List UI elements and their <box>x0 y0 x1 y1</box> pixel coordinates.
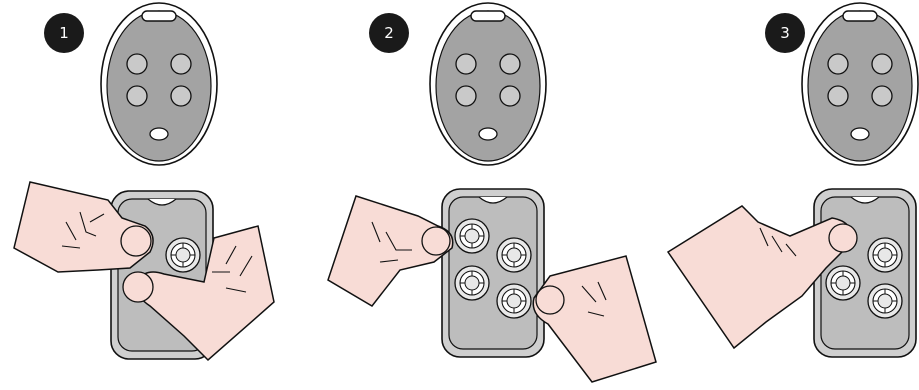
key-fob-top <box>100 2 218 166</box>
step-number: 1 <box>59 24 69 42</box>
remote-bottom <box>441 188 545 358</box>
left-hand <box>327 195 454 307</box>
step-badge: 2 <box>369 13 409 53</box>
step-3-panel: 3 <box>666 2 919 358</box>
right-hand <box>532 255 657 383</box>
key-fob-top <box>429 2 547 166</box>
step-badge: 1 <box>44 13 84 53</box>
left-hand <box>13 181 154 273</box>
step-2-panel: 2 <box>327 2 657 383</box>
step-1-panel: 1 <box>13 2 275 362</box>
step-badge: 3 <box>765 13 805 53</box>
remote-bottom <box>813 188 917 358</box>
step-number: 2 <box>384 24 394 42</box>
key-fob-top <box>801 2 919 166</box>
step-number: 3 <box>780 24 790 42</box>
